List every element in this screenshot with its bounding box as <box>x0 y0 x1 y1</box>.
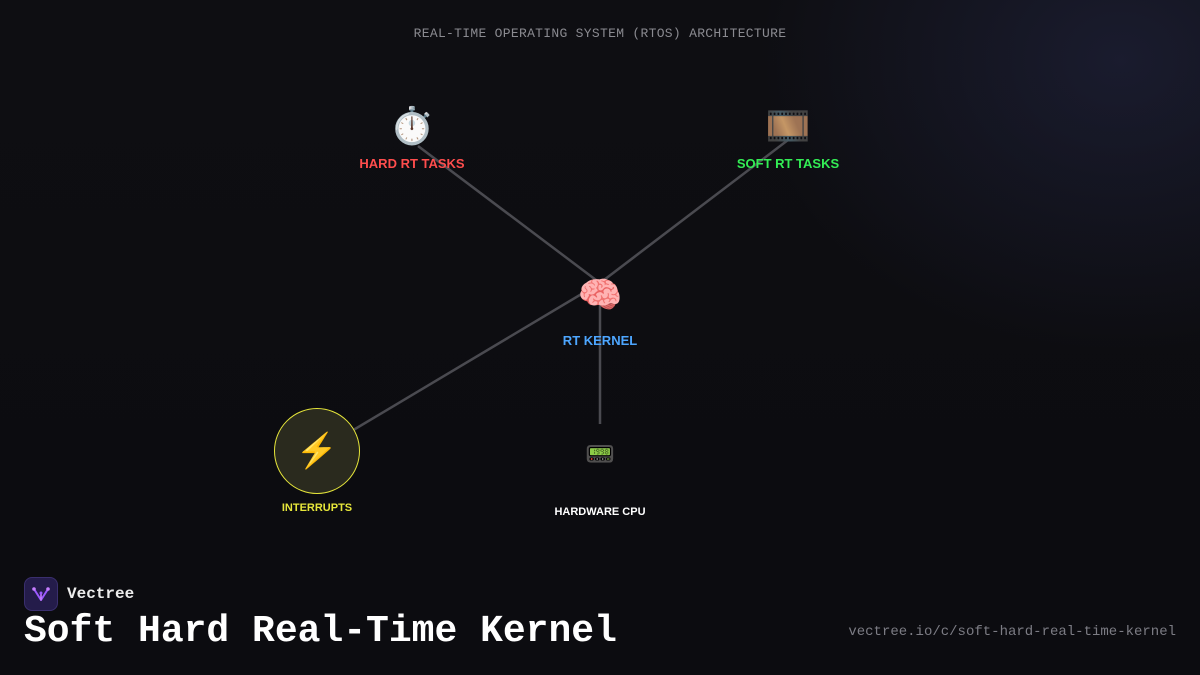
pager-icon: 📟 <box>585 441 615 468</box>
lightning-icon: ⚡ <box>295 432 339 470</box>
brand-name: Vectree <box>67 585 135 603</box>
stopwatch-icon: ⏱️ <box>389 105 435 146</box>
edge-kernel-soft-rt <box>599 139 789 284</box>
diagram-title: REAL-TIME OPERATING SYSTEM (RTOS) ARCHIT… <box>413 26 787 41</box>
film-strip-icon: 🎞️ <box>765 105 811 146</box>
brand[interactable]: Vectree <box>24 577 134 611</box>
node-label: SOFT RT TASKS <box>736 156 840 171</box>
node-soft-rt-tasks[interactable]: 🎞️ SOFT RT TASKS <box>736 105 840 172</box>
page-title: Soft Hard Real-Time Kernel <box>24 610 617 653</box>
node-label: HARDWARE CPU <box>554 506 646 518</box>
node-label: RT KERNEL <box>562 333 638 348</box>
vectree-logo-icon <box>24 577 58 611</box>
page-url[interactable]: vectree.io/c/soft-hard-real-time-kernel <box>848 624 1176 640</box>
node-hardware-cpu[interactable]: 📟 HARDWARE CPU <box>554 440 645 518</box>
node-hard-rt-tasks[interactable]: ⏱️ HARD RT TASKS <box>359 105 465 172</box>
node-label: HARD RT TASKS <box>359 156 465 171</box>
edge-kernel-interrupts <box>349 281 601 434</box>
node-interrupts[interactable]: ⚡ INTERRUPTS <box>274 408 360 514</box>
edge-kernel-hard-rt <box>417 145 601 284</box>
brain-icon: 🧠 <box>577 274 623 315</box>
node-rt-kernel[interactable]: 🧠 RT KERNEL <box>562 274 638 349</box>
interrupts-circle: ⚡ <box>274 408 360 494</box>
node-label: INTERRUPTS <box>281 502 353 514</box>
